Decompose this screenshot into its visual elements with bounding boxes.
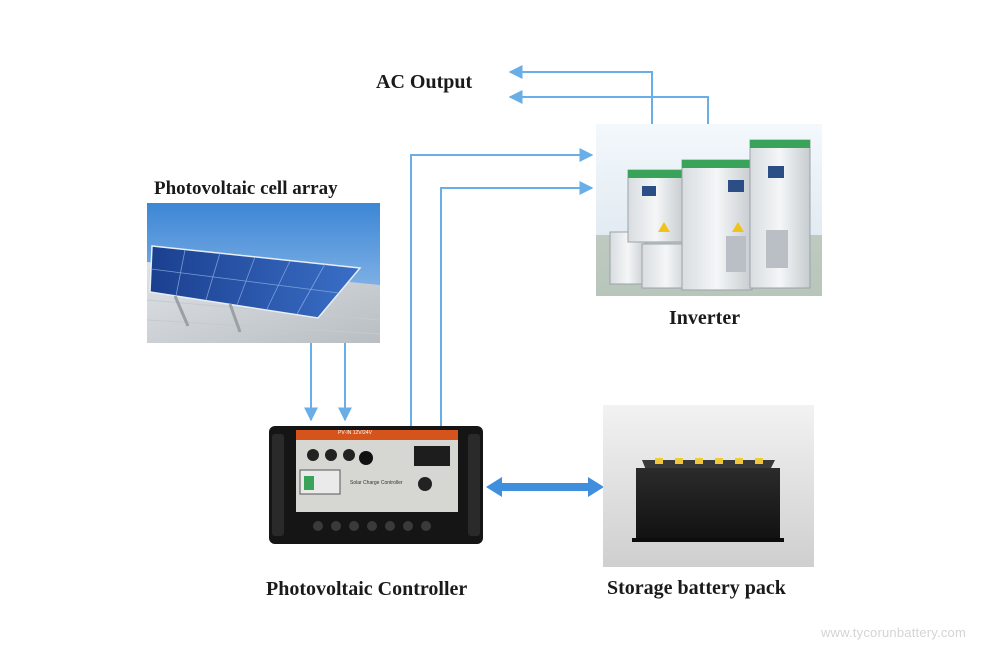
ac-output-arrow-upper [508, 65, 653, 124]
controller-label: Photovoltaic Controller [266, 578, 468, 600]
controller-to-inverter-arrow-lower [440, 181, 594, 428]
battery-label: Storage battery pack [607, 577, 786, 599]
inverter-label: Inverter [669, 307, 741, 329]
pv-array-label: Photovoltaic cell array [154, 178, 338, 199]
ac-output-arrow-lower [508, 90, 709, 124]
controller-image [269, 426, 483, 544]
ac-output-label: AC Output [376, 71, 473, 93]
controller-battery-bidirectional-arrow [486, 477, 604, 497]
controller-header-text: PV·IN 12V/24V [338, 430, 372, 436]
controller-to-inverter-arrow-upper [410, 148, 594, 428]
controller-brand-text: Solar Charge Controller [350, 480, 403, 486]
connection-arrows [304, 65, 709, 428]
watermark-text: www.tycorunbattery.com [820, 625, 966, 640]
inverter-image [596, 124, 822, 296]
pv-array-image [146, 203, 381, 343]
battery-image [603, 405, 814, 567]
